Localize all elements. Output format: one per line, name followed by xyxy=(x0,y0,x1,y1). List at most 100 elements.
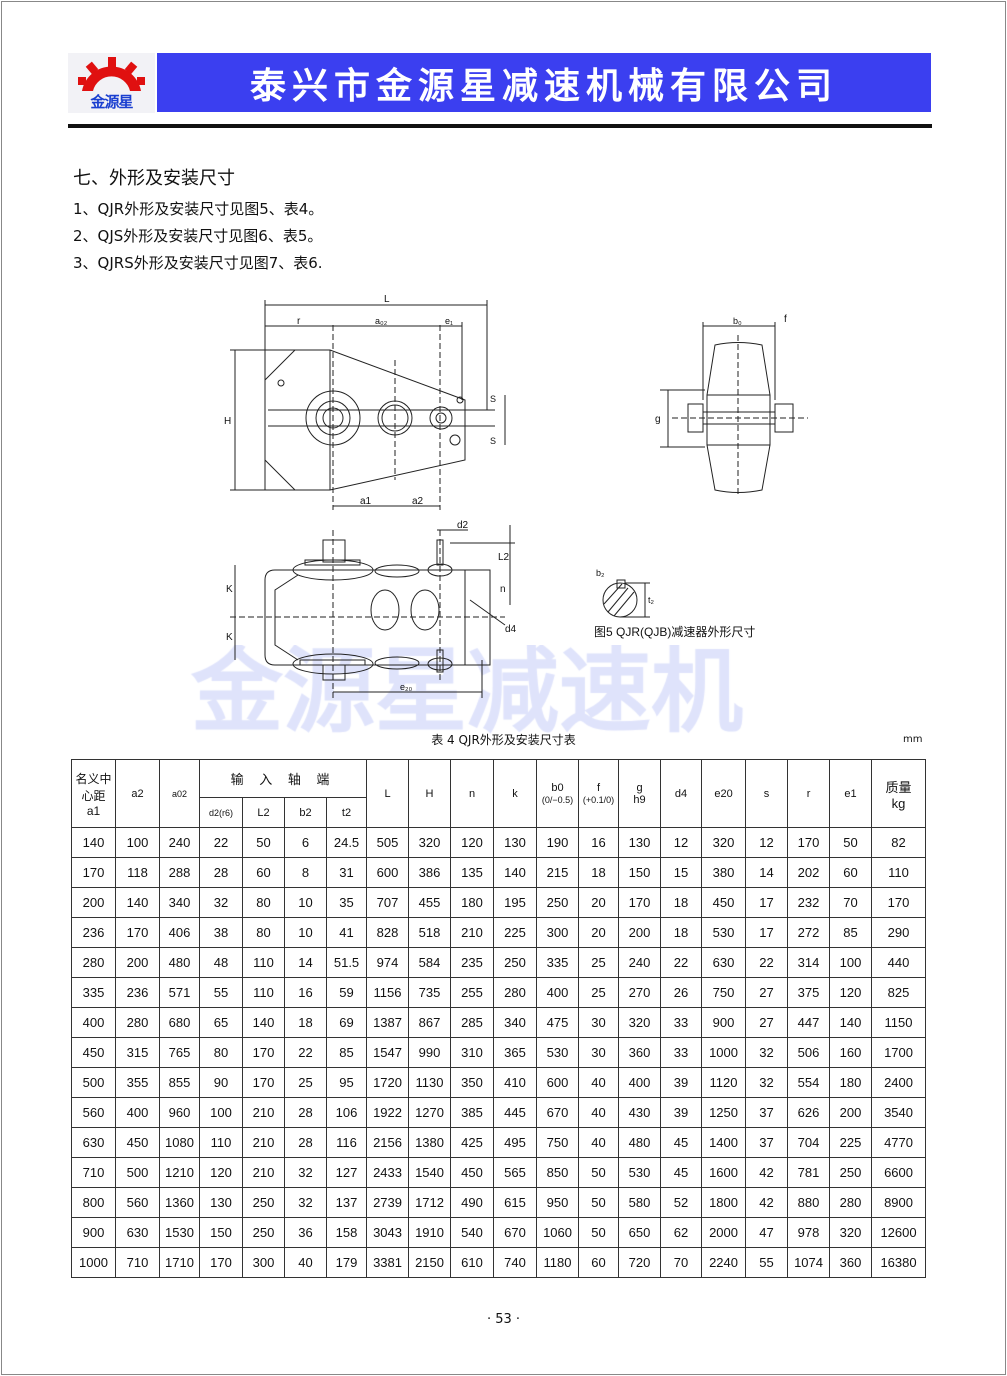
dim-label-k: K xyxy=(226,584,233,595)
table-cell: 610 xyxy=(450,1247,495,1278)
table-cell: 360 xyxy=(829,1247,873,1278)
table-cell: 710 xyxy=(71,1157,116,1188)
table-cell: 480 xyxy=(618,1127,662,1158)
table-cell: 280 xyxy=(493,977,538,1008)
table-cell: 1547 xyxy=(366,1037,410,1068)
table-cell: 355 xyxy=(115,1067,160,1098)
table-cell: 32 xyxy=(745,1067,789,1098)
table-cell: 20 xyxy=(578,917,620,948)
table-cell: 365 xyxy=(493,1037,538,1068)
table-cell: 110 xyxy=(199,1127,243,1158)
table-cell: 170 xyxy=(115,917,160,948)
table-cell: 704 xyxy=(787,1127,831,1158)
table-cell: 18 xyxy=(660,917,703,948)
table-cell: 3381 xyxy=(366,1247,410,1278)
table-cell: 314 xyxy=(787,947,831,978)
table-cell: 2150 xyxy=(408,1247,452,1278)
dim-label-r: r xyxy=(297,316,301,327)
table-cell: 440 xyxy=(871,947,927,978)
table-cell: 900 xyxy=(71,1217,116,1248)
table-cell: 40 xyxy=(578,1067,620,1098)
table-cell: 990 xyxy=(408,1037,452,1068)
table-cell: 69 xyxy=(325,1007,368,1038)
header-f: f(+0.1/0) xyxy=(578,759,620,828)
table-cell: 2433 xyxy=(366,1157,410,1188)
table-cell: 300 xyxy=(536,917,580,948)
table-cell: 60 xyxy=(242,857,285,888)
table-cell: 4770 xyxy=(871,1127,927,1158)
watermark xyxy=(185,645,805,760)
table-cell: 490 xyxy=(450,1187,495,1218)
table-cell: 28 xyxy=(199,857,243,888)
table-cell: 130 xyxy=(493,827,538,858)
table-cell: 300 xyxy=(242,1247,285,1278)
table-cell: 236 xyxy=(115,977,160,1008)
table-cell: 290 xyxy=(871,917,927,948)
table-cell: 110 xyxy=(242,947,285,978)
table-cell: 280 xyxy=(115,1007,160,1038)
table-cell: 16 xyxy=(578,827,620,858)
table-cell: 320 xyxy=(408,827,452,858)
table-cell: 400 xyxy=(536,977,580,1008)
table-unit: mm xyxy=(903,734,923,745)
header-b2: b2 xyxy=(284,797,327,828)
header-d2: d2(r6) xyxy=(199,797,243,828)
dim-label-H: H xyxy=(224,416,231,427)
table-cell: 14 xyxy=(284,947,327,978)
table-cell: 120 xyxy=(450,827,495,858)
table-cell: 55 xyxy=(745,1247,789,1278)
table-cell: 85 xyxy=(829,917,873,948)
page-number: · 53 · xyxy=(486,1312,521,1327)
table-cell: 781 xyxy=(787,1157,831,1188)
header-n: n xyxy=(450,759,495,828)
table-cell: 30 xyxy=(578,1037,620,1068)
table-cell: 1000 xyxy=(71,1247,116,1278)
table-cell: 450 xyxy=(701,887,747,918)
table-cell: 8 xyxy=(284,857,327,888)
table-cell: 1210 xyxy=(159,1157,200,1188)
table-cell: 1720 xyxy=(366,1067,410,1098)
table-cell: 855 xyxy=(159,1067,200,1098)
table-cell: 62 xyxy=(660,1217,703,1248)
table-cell: 38 xyxy=(199,917,243,948)
table-cell: 110 xyxy=(242,977,285,1008)
table-cell: 16 xyxy=(284,977,327,1008)
table-cell: 540 xyxy=(450,1217,495,1248)
table-cell: 425 xyxy=(450,1127,495,1158)
table-cell: 8900 xyxy=(871,1187,927,1218)
table-cell: 2156 xyxy=(366,1127,410,1158)
table-cell: 600 xyxy=(536,1067,580,1098)
table-cell: 560 xyxy=(115,1187,160,1218)
table-cell: 235 xyxy=(450,947,495,978)
table-cell: 18 xyxy=(284,1007,327,1038)
header-b0: b0(0/−0.5) xyxy=(536,759,580,828)
table-cell: 80 xyxy=(242,917,285,948)
table-cell: 50 xyxy=(578,1157,620,1188)
table-cell: 385 xyxy=(450,1097,495,1128)
table-cell: 210 xyxy=(242,1097,285,1128)
table-cell: 210 xyxy=(242,1157,285,1188)
table-cell: 15 xyxy=(660,857,703,888)
table-cell: 10 xyxy=(284,887,327,918)
table-cell: 1712 xyxy=(408,1187,452,1218)
table-cell: 450 xyxy=(115,1127,160,1158)
table-cell: 530 xyxy=(701,917,747,948)
table-cell: 137 xyxy=(325,1187,368,1218)
table-cell: 250 xyxy=(242,1217,285,1248)
table-cell: 200 xyxy=(71,887,116,918)
table-cell: 455 xyxy=(408,887,452,918)
table-cell: 12 xyxy=(745,827,789,858)
table-cell: 880 xyxy=(787,1187,831,1218)
table-cell: 22 xyxy=(284,1037,327,1068)
table-cell: 35 xyxy=(325,887,368,918)
table-cell: 60 xyxy=(578,1247,620,1278)
table-cell: 39 xyxy=(660,1097,703,1128)
table-cell: 140 xyxy=(829,1007,873,1038)
section-line: 2、QJS外形及安装尺寸见图6、表5。 xyxy=(73,227,323,245)
table-cell: 48 xyxy=(199,947,243,978)
